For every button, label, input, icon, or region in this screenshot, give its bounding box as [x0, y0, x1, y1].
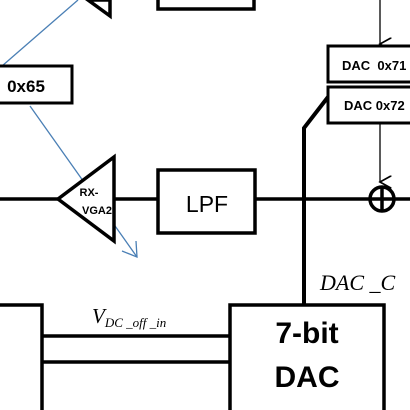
annotation-line-upper	[1, 0, 79, 67]
vdc-main-letter: V	[92, 304, 107, 328]
dac-c-label: DAC _C	[319, 270, 396, 295]
annotation-arrowhead	[121, 240, 138, 258]
top-block-partial	[156, 0, 256, 11]
lpf-box	[156, 168, 257, 235]
register-0x65-box	[0, 64, 74, 105]
lpf-label: LPF	[186, 191, 228, 217]
top-amplifier-partial	[85, 0, 112, 20]
rx-vga2-amplifier	[55, 153, 116, 245]
vdc-off-in-label: VDC _off _in	[92, 304, 166, 330]
dac-0x71-label: DAC 0x71	[342, 58, 406, 73]
left-block-partial	[0, 303, 44, 410]
vdc-subscript: DC _off _in	[104, 315, 166, 330]
dac-7bit-label-line1: 7-bit	[275, 317, 338, 350]
dac-0x72-box	[326, 85, 410, 125]
dac-0x71-box	[326, 44, 410, 84]
control-bus-line	[302, 95, 330, 305]
rx-vga2-label-line2: VGA2	[82, 205, 112, 217]
dac-7bit-label-line2: DAC	[275, 361, 340, 394]
rx-vga2-label-line1: RX-	[80, 187, 99, 199]
register-0x65-label: 0x65	[7, 77, 45, 96]
dac-7bit-box	[228, 303, 386, 410]
dac-0x72-label: DAC 0x72	[344, 98, 405, 113]
